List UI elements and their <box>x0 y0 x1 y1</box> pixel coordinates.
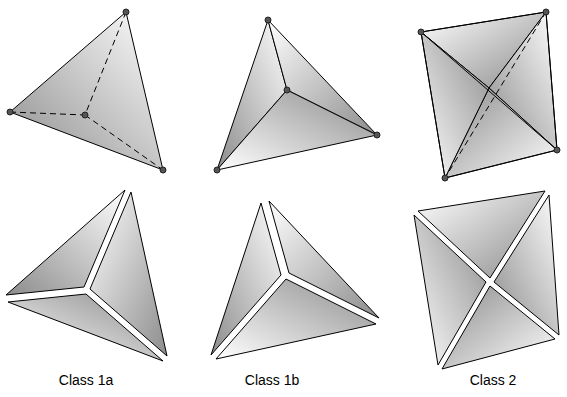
class-label: Class 1b <box>245 372 299 389</box>
tetrahedron-1a <box>7 9 166 173</box>
class-label: Class 1a <box>59 372 113 389</box>
tetrahedron-1b <box>214 17 380 173</box>
tetrahedron-2 <box>418 9 560 181</box>
exploded-2 <box>414 191 559 369</box>
exploded-1b <box>211 201 379 359</box>
exploded-1a <box>6 190 167 361</box>
class-label: Class 2 <box>470 372 517 389</box>
